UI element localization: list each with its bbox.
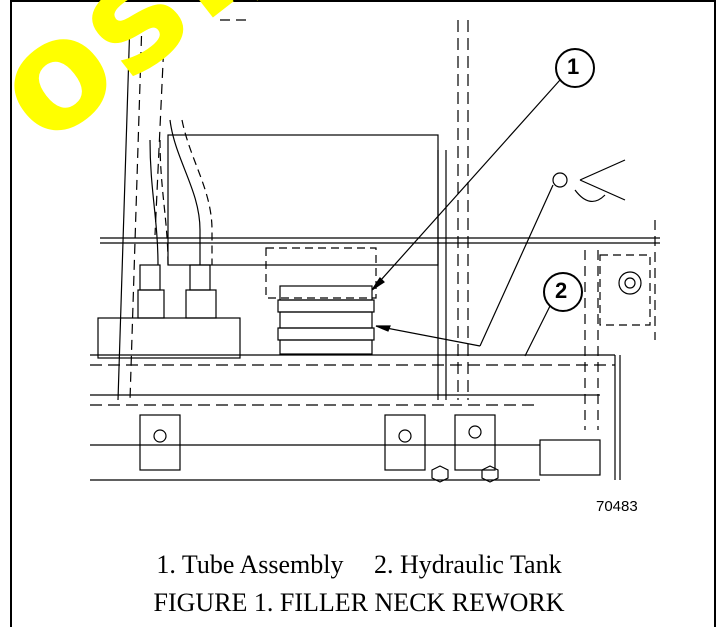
figure-legend: 1. Tube Assembly 2. Hydraulic Tank: [0, 550, 718, 580]
drawing-number: 70483: [596, 498, 638, 515]
figure-frame: [10, 0, 716, 627]
rail: [90, 354, 621, 481]
legend-item-hydraulic-tank: 2. Hydraulic Tank: [374, 550, 562, 579]
right-bolt: [599, 254, 651, 326]
legend-item-tube-assembly: 1. Tube Assembly: [156, 550, 344, 579]
figure-caption: FIGURE 1. FILLER NECK REWORK: [153, 588, 565, 617]
tank-left-walls: [117, 19, 166, 401]
filler-neck-diagram: [90, 19, 660, 483]
center-column: [437, 20, 469, 400]
tank-top-lines: [100, 237, 660, 244]
filler-neck: [265, 247, 377, 355]
callout-1-number: 1: [567, 54, 580, 79]
upper-right-symbol: [552, 159, 626, 202]
left-fittings: [97, 264, 241, 359]
hex-nuts: [431, 465, 499, 483]
brackets: [139, 414, 601, 476]
callout-2: [375, 184, 583, 357]
callout-1: [371, 48, 595, 291]
callout-2-number: 2: [555, 278, 568, 303]
hidden-lines: [220, 19, 656, 430]
